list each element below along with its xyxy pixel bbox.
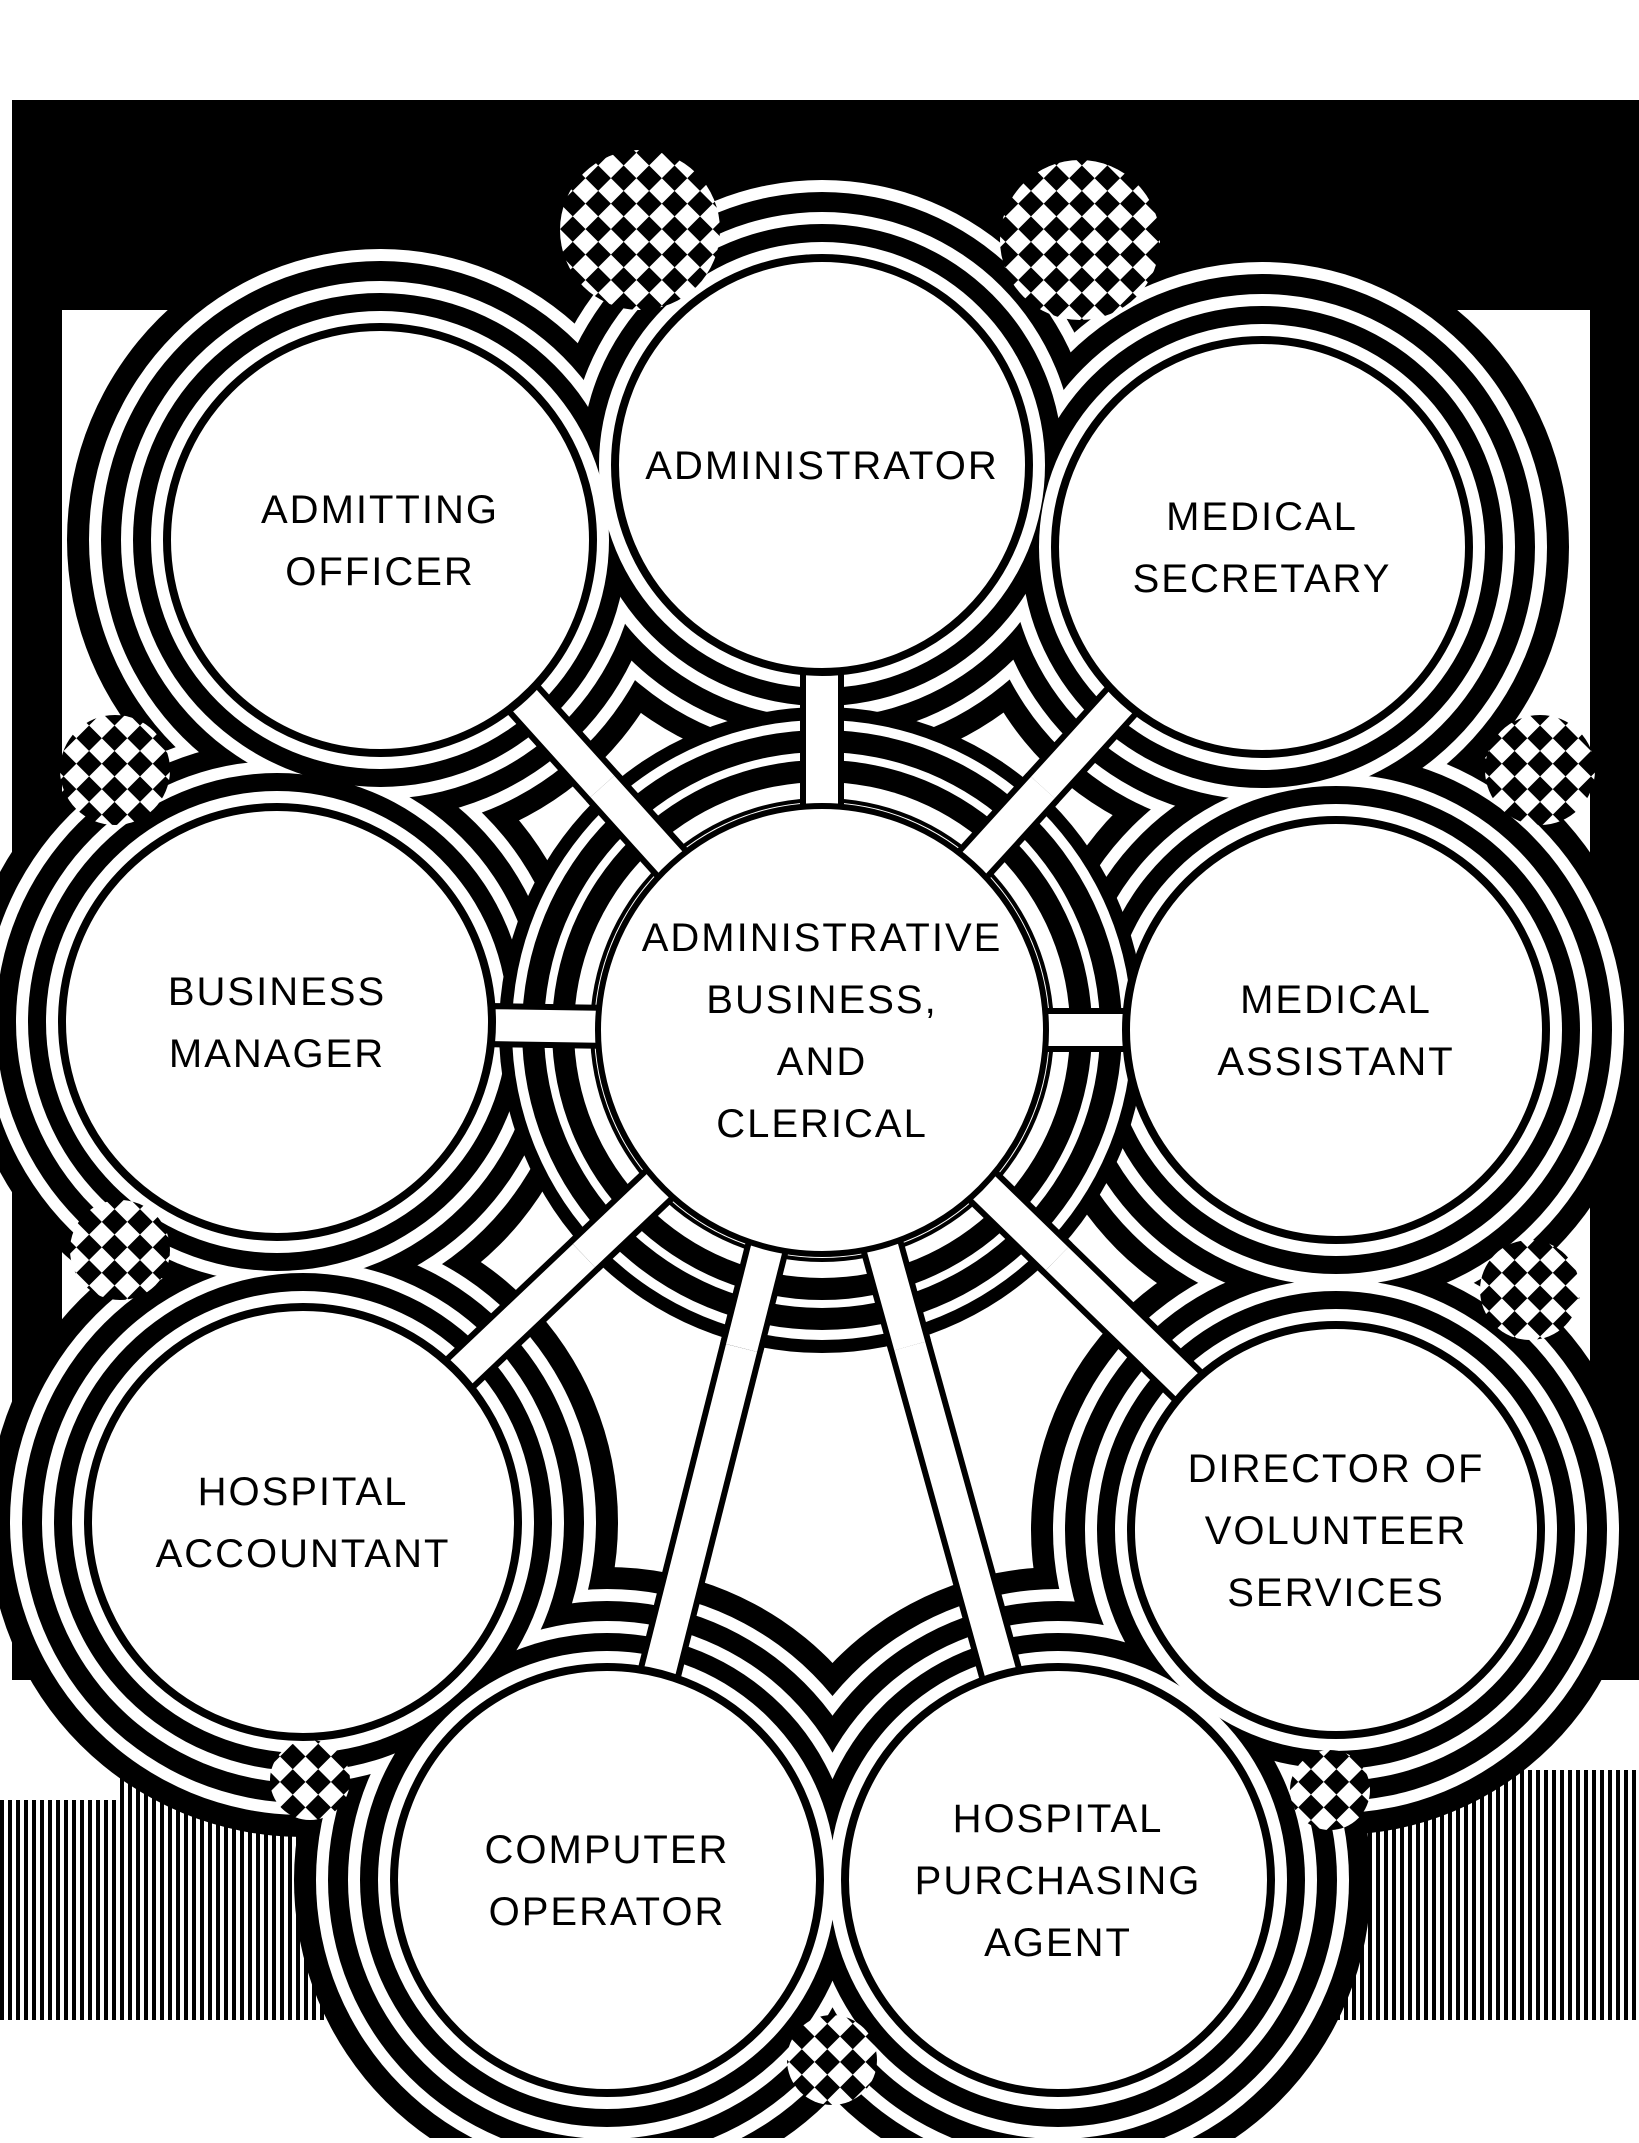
node-label-line: ASSISTANT — [1217, 1040, 1454, 1084]
checker-accent — [1290, 1750, 1370, 1830]
node-circle — [58, 803, 496, 1241]
node-label-line: OFFICER — [285, 550, 475, 594]
node-label-line: BUSINESS — [168, 970, 386, 1014]
hub-label-line: CLERICAL — [716, 1102, 928, 1146]
node-label-line: VOLUNTEER — [1205, 1509, 1468, 1553]
node-label-line: HOSPITAL — [953, 1797, 1164, 1841]
hub-label-line: AND — [777, 1040, 867, 1084]
node-label-line: PURCHASING — [915, 1859, 1202, 1903]
node-medical-assistant: MEDICAL ASSISTANT — [1122, 816, 1550, 1244]
node-label-line: HOSPITAL — [198, 1470, 409, 1514]
node-circle — [1122, 816, 1550, 1244]
node-label-line: MANAGER — [169, 1032, 385, 1076]
checker-accent — [1480, 1240, 1580, 1340]
checker-accent — [270, 1740, 350, 1820]
node-circle — [84, 1303, 522, 1741]
node-label-line: MEDICAL — [1240, 978, 1432, 1022]
hub-spoke — [961, 776, 1055, 876]
node-hospital-accountant: HOSPITAL ACCOUNTANT — [84, 1303, 522, 1741]
hub-label-line: BUSINESS, — [706, 978, 937, 1022]
node-director-of-volunteer-services: DIRECTOR OF VOLUNTEER SERVICES — [1127, 1321, 1545, 1739]
node-admitting-officer: ADMITTING OFFICER — [163, 323, 597, 757]
node-circle — [163, 323, 597, 757]
node-circle — [1127, 1321, 1545, 1739]
node-circle — [1051, 336, 1473, 758]
hub-spoke — [726, 1243, 783, 1352]
node-circle — [841, 1663, 1275, 2097]
checker-accents — [60, 150, 1595, 2105]
hub-spoke — [493, 1009, 599, 1043]
node-administrator: ADMINISTRATOR — [611, 254, 1033, 676]
node-label-line: OPERATOR — [489, 1890, 726, 1934]
career-nodes: ADMINISTRATOR MEDICAL SECRETARY MEDICAL ASSI… — [58, 254, 1550, 2097]
node-label-line: SECRETARY — [1133, 557, 1392, 601]
checker-accent — [787, 2015, 877, 2105]
node-medical-secretary: MEDICAL SECRETARY — [1051, 336, 1473, 758]
checker-accent — [70, 1200, 170, 1300]
node-label-line: MEDICAL — [1166, 495, 1358, 539]
node-label-line: ADMINISTRATOR — [645, 444, 998, 488]
center-hub: ADMINISTRATIVE BUSINESS, AND CLERICAL — [493, 702, 1150, 1354]
node-business-manager: BUSINESS MANAGER — [58, 803, 496, 1241]
hub-spoke — [971, 1174, 1069, 1271]
node-circle — [611, 254, 1033, 676]
node-label-line: DIRECTOR OF — [1188, 1447, 1485, 1491]
hub-spoke — [590, 775, 684, 875]
node-label-line: SERVICES — [1227, 1571, 1445, 1615]
node-circle — [390, 1663, 824, 2097]
checker-accent — [1000, 160, 1160, 320]
node-label-line: ADMITTING — [261, 488, 499, 532]
node-hospital-purchasing-agent: HOSPITAL PURCHASING AGENT — [841, 1663, 1275, 2097]
checker-accent — [1485, 715, 1595, 825]
node-computer-operator: COMPUTER OPERATOR — [390, 1663, 824, 2097]
node-label-line: AGENT — [984, 1921, 1132, 1965]
checker-accent — [60, 715, 170, 825]
hub-circle — [595, 803, 1049, 1257]
node-label-line: COMPUTER — [485, 1828, 730, 1872]
hub-spoke — [572, 1172, 671, 1268]
hub-label-line: ADMINISTRATIVE — [642, 916, 1003, 960]
hub-spoke — [866, 1241, 926, 1351]
checker-accent — [560, 150, 720, 310]
node-label-line: ACCOUNTANT — [156, 1532, 451, 1576]
